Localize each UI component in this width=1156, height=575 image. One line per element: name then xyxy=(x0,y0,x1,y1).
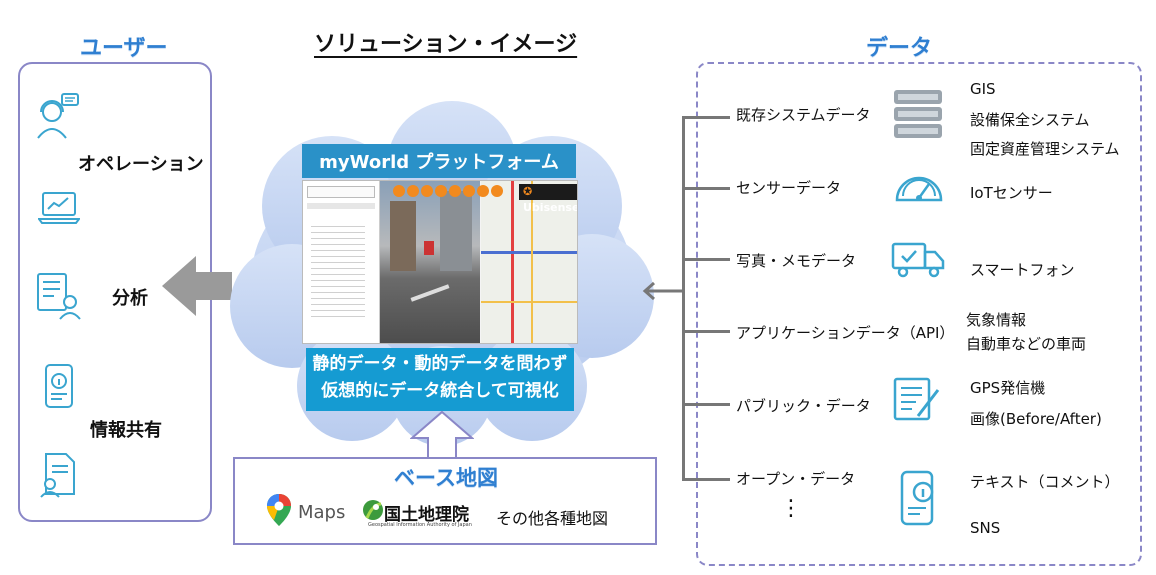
user-item-sharing: 情報共有 xyxy=(90,420,162,441)
example-sns: SNS xyxy=(970,519,1001,537)
gauge-icon xyxy=(895,176,943,202)
data-category-public: パブリック・データ xyxy=(736,397,871,415)
up-arrow-icon xyxy=(410,410,474,459)
platform-title: myWorld プラットフォーム xyxy=(319,152,559,173)
gsi-subtitle: Geospatial Information Authority of Japa… xyxy=(368,522,472,528)
example-smartphone: スマートフォン xyxy=(970,261,1075,279)
screenshot-search-box xyxy=(307,186,375,198)
laptop-chart-icon xyxy=(38,192,80,224)
map-route xyxy=(511,181,514,343)
screenshot-side-panel xyxy=(303,181,380,343)
example-image: 画像(Before/After) xyxy=(970,410,1102,428)
tool-icon xyxy=(435,185,447,197)
map-pin xyxy=(424,241,434,255)
example-asset: 固定資産管理システム xyxy=(970,140,1120,158)
document-person-icon xyxy=(40,453,75,498)
example-weather: 気象情報 xyxy=(966,311,1027,329)
data-panel xyxy=(696,62,1142,566)
example-gps: GPS発信機 xyxy=(970,379,1046,397)
data-category-photo: 写真・メモデータ xyxy=(736,252,857,270)
ubisense-logo: ✪ Ubisense xyxy=(519,184,577,214)
map-route xyxy=(481,251,577,254)
building xyxy=(390,201,416,271)
map-road xyxy=(531,181,533,343)
data-branch xyxy=(682,187,730,190)
ubisense-brand: Ubisense xyxy=(523,201,578,214)
tool-icon xyxy=(463,185,475,197)
screenshot-map xyxy=(481,181,577,343)
tool-icon xyxy=(449,185,461,197)
screenshot-street-view xyxy=(380,181,480,343)
database-server-icon xyxy=(894,90,942,138)
data-category-sensor: センサーデータ xyxy=(736,179,842,197)
screenshot-attribute-list xyxy=(311,221,365,321)
data-to-cloud-arrow-icon xyxy=(642,281,684,301)
document-edit-icon xyxy=(893,377,940,421)
example-text: テキスト（コメント） xyxy=(970,473,1120,491)
google-maps-label: Maps xyxy=(298,502,346,523)
data-category-api: アプリケーションデータ（API） xyxy=(736,324,955,342)
solution-title: ソリューション・イメージ xyxy=(314,32,578,57)
data-branch xyxy=(682,478,730,481)
user-item-analysis: 分析 xyxy=(112,288,148,309)
data-branch xyxy=(682,330,730,333)
data-header: データ xyxy=(866,36,933,61)
base-map-title: ベース地図 xyxy=(394,466,498,490)
screenshot-tool-icons xyxy=(393,185,519,199)
google-maps-pin-icon xyxy=(267,494,291,526)
platform-caption: 静的データ・動的データを問わず 仮想的にデータ統合して可視化 xyxy=(306,348,574,411)
tool-icon xyxy=(421,185,433,197)
example-iot: IoTセンサー xyxy=(970,184,1053,202)
left-arrow-icon xyxy=(162,256,232,316)
data-category-open: オープン・データ xyxy=(736,470,856,488)
tool-icon xyxy=(477,185,489,197)
delivery-truck-icon xyxy=(891,242,945,278)
platform-title-bar: myWorld プラットフォーム xyxy=(302,144,576,178)
data-branch xyxy=(682,403,730,406)
screenshot-toolbar xyxy=(307,203,375,209)
gsi-label: 国土地理院 xyxy=(384,505,469,525)
map-road xyxy=(481,301,577,303)
tool-icon xyxy=(491,185,503,197)
example-gis: GIS xyxy=(970,80,996,98)
phone-info-icon xyxy=(45,364,73,408)
gsi-logo-icon xyxy=(363,500,383,520)
phone-info-icon xyxy=(900,470,934,526)
data-bracket-line xyxy=(682,116,685,480)
more-ellipsis: ⋮ xyxy=(780,496,802,521)
users-header: ユーザー xyxy=(80,36,168,61)
data-branch xyxy=(682,258,730,261)
app-screenshot: ✪ Ubisense xyxy=(302,180,578,344)
data-branch xyxy=(682,116,730,119)
data-category-existing: 既存システムデータ xyxy=(736,106,871,124)
base-map-panel xyxy=(233,457,657,545)
analysis-person-icon xyxy=(37,273,81,320)
caption-line-2: 仮想的にデータ統合して可視化 xyxy=(321,381,559,401)
tool-icon xyxy=(407,185,419,197)
operator-headset-icon xyxy=(37,93,79,139)
building xyxy=(440,191,472,271)
ubisense-mark: ✪ xyxy=(523,185,533,198)
user-item-operation: オペレーション xyxy=(78,154,204,175)
caption-line-1: 静的データ・動的データを問わず xyxy=(312,354,568,374)
example-maintenance: 設備保全システム xyxy=(970,111,1090,129)
other-maps-label: その他各種地図 xyxy=(496,509,609,528)
tool-icon xyxy=(393,185,405,197)
example-vehicle: 自動車などの車両 xyxy=(966,335,1087,353)
road-marking xyxy=(410,284,450,302)
